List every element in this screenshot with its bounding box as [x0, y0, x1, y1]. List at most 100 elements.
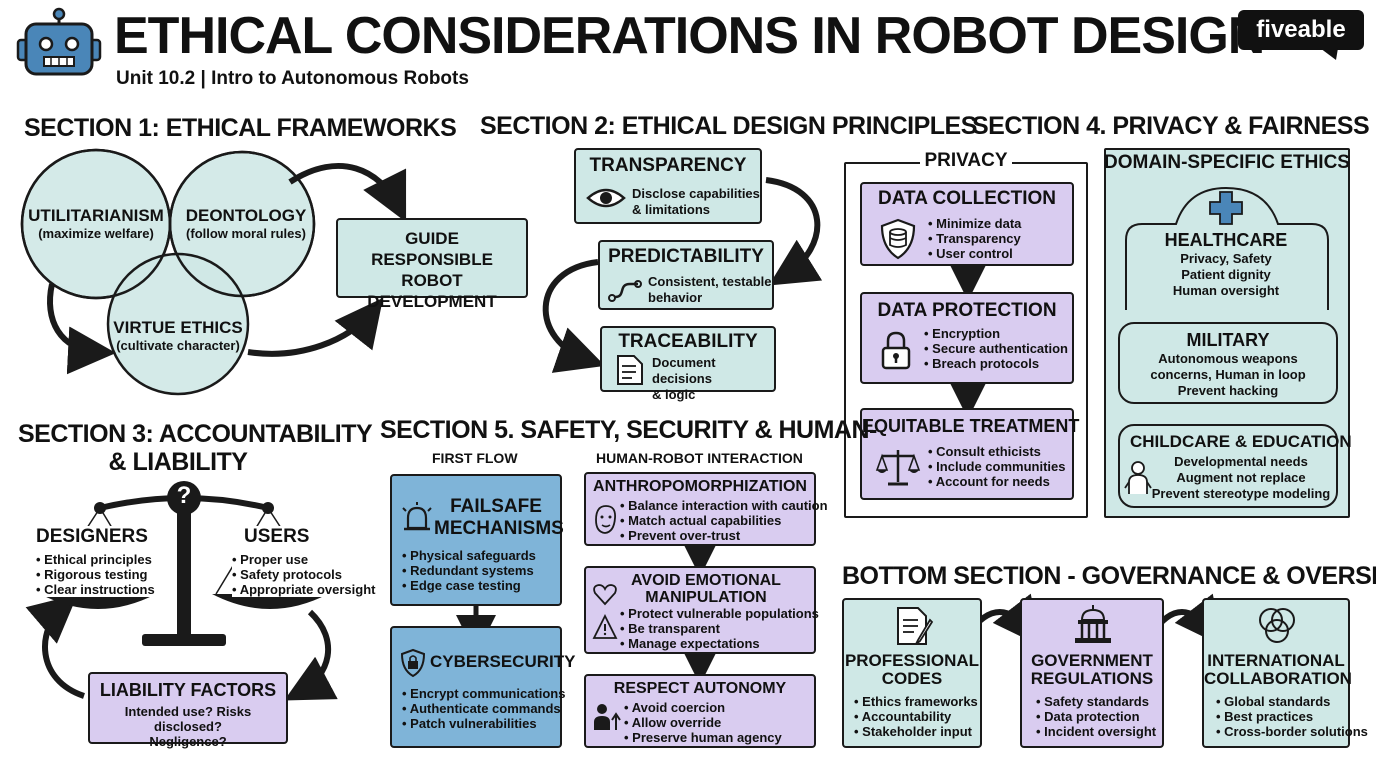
list-item: Include communities	[928, 459, 1065, 474]
circle-virtue-ethics: VIRTUE ETHICS (cultivate character)	[108, 318, 248, 353]
liability-factors-box: LIABILITY FACTORS Intended use? Risks di…	[88, 672, 288, 749]
principle-title: TRACEABILITY	[618, 331, 758, 352]
list-item: Patch vulnerabilities	[402, 716, 565, 731]
cybersecurity-box: CYBERSECURITY Encrypt communications Aut…	[390, 626, 575, 748]
equitable-treatment-box: EQUITABLE TREATMENT Consult ethicists In…	[860, 408, 1080, 500]
liability-desc-1: Intended use? Risks disclosed?	[124, 704, 252, 734]
international-collaboration-box: INTERNATIONAL COLLABORATION Global stand…	[1202, 598, 1368, 748]
title-line: FAILSAFE	[450, 496, 542, 517]
list-item: Redundant systems	[402, 563, 536, 578]
domain-item-title: MILITARY	[1186, 330, 1270, 350]
circle-utilitarianism: UTILITARIANISM (maximize welfare)	[26, 206, 166, 241]
domain-item-desc: Prevent stereotype modeling	[1151, 486, 1331, 501]
baby-icon	[1124, 461, 1152, 494]
gov-item-bullets: Safety standards Data protection Inciden…	[1036, 694, 1156, 739]
robot-icon	[16, 7, 102, 76]
title-line: REGULATIONS	[1030, 669, 1154, 688]
heart-warning-icon	[592, 584, 618, 639]
list-item: Stakeholder input	[854, 724, 978, 739]
desc-line: & limitations	[632, 202, 711, 217]
circle-title: DEONTOLOGY	[185, 206, 307, 225]
users-list: Proper use Safety protocols Appropriate …	[232, 552, 376, 597]
venn-icon	[1259, 608, 1295, 643]
title-line: COLLABORATION	[1204, 669, 1352, 688]
designers-list: Ethical principles Rigorous testing Clea…	[36, 552, 176, 597]
title-line: INTERNATIONAL	[1207, 651, 1345, 670]
list-item: Best practices	[1216, 709, 1368, 724]
section5-heading: SECTION 5. SAFETY, SECURITY & HUMAN-	[380, 416, 877, 444]
privacy-item-title: EQUITABLE TREATMENT	[862, 416, 1080, 436]
military-block: MILITARY Autonomous weapons concerns, Hu…	[1118, 322, 1338, 404]
circle-title: VIRTUE ETHICS	[113, 318, 243, 337]
domain-item-desc-group: Developmental needs Augment not replace …	[1146, 454, 1336, 502]
privacy-item-bullets: Encryption Secure authentication Breach …	[924, 326, 1068, 371]
designers-group: DESIGNERS Ethical principles Rigorous te…	[36, 526, 176, 597]
section3-heading-line2: & LIABILITY	[108, 448, 248, 476]
title-line: GOVERNMENT	[1031, 651, 1153, 670]
list-item: Global standards	[1216, 694, 1368, 709]
professional-codes-box: PROFESSIONAL CODES Ethics frameworks Acc…	[842, 598, 982, 748]
path-icon	[608, 280, 642, 302]
scale-question-mark: ?	[176, 482, 192, 509]
domain-item-desc: Privacy, Safety	[1180, 251, 1272, 266]
domain-item-desc: Patient dignity	[1181, 267, 1271, 282]
gov-item-title: INTERNATIONAL COLLABORATION	[1204, 651, 1352, 688]
brand-text: fiveable	[1256, 16, 1346, 43]
traceability-box: TRACEABILITY Document decisions & logic	[600, 326, 776, 402]
list-item: Transparency	[928, 231, 1021, 246]
gov-item-bullets: Ethics frameworks Accountability Stakeho…	[854, 694, 978, 739]
domain-item-title: HEALTHCARE	[1164, 230, 1288, 250]
list-item: Be transparent	[620, 621, 819, 636]
domain-item-desc: Developmental needs	[1174, 454, 1308, 469]
list-item: Encrypt communications	[402, 686, 565, 701]
circle-deontology: DEONTOLOGY (follow moral rules)	[176, 206, 316, 241]
list-item: Ethics frameworks	[854, 694, 978, 709]
domain-item-desc: Autonomous weapons	[1158, 351, 1298, 366]
list-item: Safety protocols	[232, 567, 374, 582]
cybersecurity-bullets: Encrypt communications Authenticate comm…	[402, 686, 566, 731]
list-item: User control	[928, 246, 1021, 261]
guide-line-3: ROBOT DEVELOPMENT	[367, 271, 497, 311]
section3-heading-line1: SECTION 3: ACCOUNTABILITY	[18, 420, 373, 448]
list-item: Rigorous testing	[36, 567, 176, 582]
cybersecurity-title: CYBERSECURITY	[430, 652, 576, 671]
hri-bullets: Protect vulnerable populations Be transp…	[620, 606, 819, 651]
desc-line: Consistent, testable	[648, 274, 772, 289]
list-item: Ethical principles	[36, 552, 176, 567]
section2-heading: SECTION 2: ETHICAL DESIGN PRINCIPLES	[480, 112, 977, 140]
page-title: ETHICAL CONSIDERATIONS IN ROBOT DESIGN	[114, 7, 1265, 65]
failsafe-title: FAILSAFE MECHANISMS	[434, 496, 564, 540]
circle-title: UTILITARIANISM	[28, 206, 164, 225]
principle-title: TRANSPARENCY	[589, 155, 747, 176]
principle-desc: Consistent, testable behavior	[648, 274, 772, 306]
medical-cross-icon	[1209, 191, 1243, 225]
predictability-box: PREDICTABILITY Consistent, testable beha…	[598, 240, 774, 310]
privacy-item-bullets: Consult ethicists Include communities Ac…	[928, 444, 1066, 489]
healthcare-block: HEALTHCARE Privacy, Safety Patient digni…	[1126, 230, 1326, 299]
section4-heading: SECTION 4. PRIVACY & FAIRNESS	[972, 112, 1370, 140]
list-item: Breach protocols	[924, 356, 1068, 371]
domain-item-desc: Augment not replace	[1176, 470, 1306, 485]
desc-line: Document decisions	[652, 355, 716, 386]
list-item: Prevent over-trust	[620, 528, 828, 543]
domain-item-desc: concerns, Human in loop	[1150, 367, 1306, 382]
data-collection-box: DATA COLLECTION Minimize data Transparen…	[860, 182, 1074, 266]
principle-desc: Disclose capabilities & limitations	[632, 186, 760, 218]
domain-label: DOMAIN-SPECIFIC ETHICS	[1104, 152, 1350, 173]
privacy-item-title: DATA PROTECTION	[877, 300, 1057, 321]
bottom-heading: BOTTOM SECTION - GOVERNANCE & OVERSIGHT	[842, 562, 1376, 590]
list-item: Physical safeguards	[402, 548, 536, 563]
government-regulations-box: GOVERNMENT REGULATIONS Safety standards …	[1020, 598, 1164, 748]
list-item: Safety standards	[1036, 694, 1156, 709]
anthropomorphization-box: ANTHROPOMORPHIZATION Balance interaction…	[584, 472, 828, 546]
users-title: USERS	[244, 526, 310, 547]
title-line: AVOID EMOTIONAL	[631, 572, 781, 589]
database-shield-icon	[880, 218, 916, 260]
principle-desc: Document decisions & logic	[652, 355, 774, 403]
title-line: MECHANISMS	[434, 518, 564, 539]
failsafe-box: FAILSAFE MECHANISMS Physical safeguards …	[390, 474, 564, 606]
list-item: Clear instructions	[36, 582, 176, 597]
list-item: Incident oversight	[1036, 724, 1156, 739]
list-item: Data protection	[1036, 709, 1156, 724]
